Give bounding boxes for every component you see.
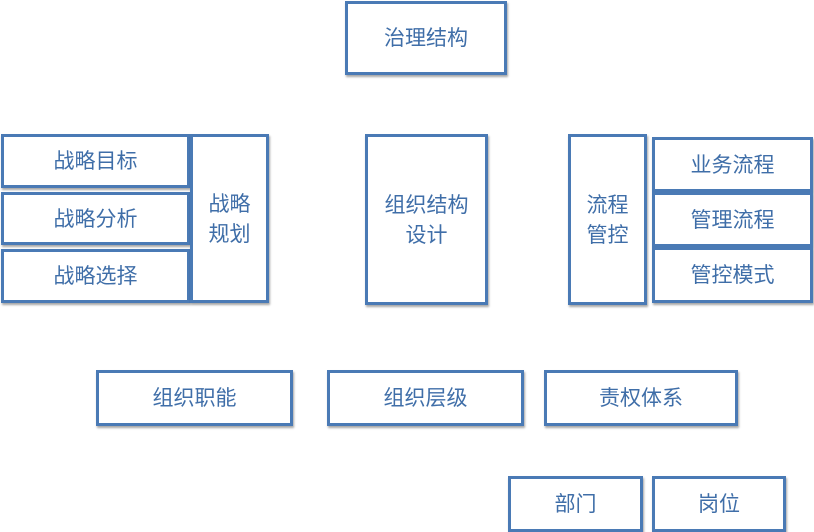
node-process-control: 流程管控 [568, 134, 647, 305]
node-control-mode-label: 管控模式 [690, 263, 775, 287]
node-authority-system-label: 责权体系 [599, 386, 683, 410]
node-position: 岗位 [652, 476, 786, 532]
node-strategy-choice: 战略选择 [1, 249, 190, 303]
node-business-process-label: 业务流程 [690, 152, 775, 177]
node-strategy-analysis-label: 战略分析 [53, 206, 138, 231]
node-process-control-label: 流程管控 [586, 192, 629, 247]
node-management-process: 管理流程 [652, 192, 813, 247]
node-management-process-label: 管理流程 [690, 207, 775, 232]
node-strategy-goal: 战略目标 [1, 134, 190, 188]
node-strategy-analysis: 战略分析 [1, 192, 190, 245]
node-position-label: 岗位 [698, 492, 740, 516]
node-strategy-goal-label: 战略目标 [53, 149, 138, 173]
node-control-mode: 管控模式 [652, 247, 813, 303]
node-business-process: 业务流程 [652, 137, 813, 192]
node-strategy-planning-label: 战略规划 [208, 191, 251, 246]
node-org-design-label: 组织结构设计 [384, 192, 469, 247]
node-org-design: 组织结构设计 [365, 134, 488, 305]
node-strategy-planning: 战略规划 [190, 134, 269, 303]
node-department-label: 部门 [554, 492, 597, 516]
node-org-level: 组织层级 [327, 370, 524, 426]
node-authority-system: 责权体系 [544, 370, 738, 426]
node-org-function: 组织职能 [96, 370, 293, 426]
node-org-function-label: 组织职能 [152, 386, 237, 410]
node-governance-label: 治理结构 [384, 26, 468, 50]
node-strategy-choice-label: 战略选择 [53, 264, 138, 288]
node-department: 部门 [508, 476, 643, 532]
node-governance: 治理结构 [345, 1, 507, 75]
node-org-level-label: 组织层级 [383, 386, 468, 410]
